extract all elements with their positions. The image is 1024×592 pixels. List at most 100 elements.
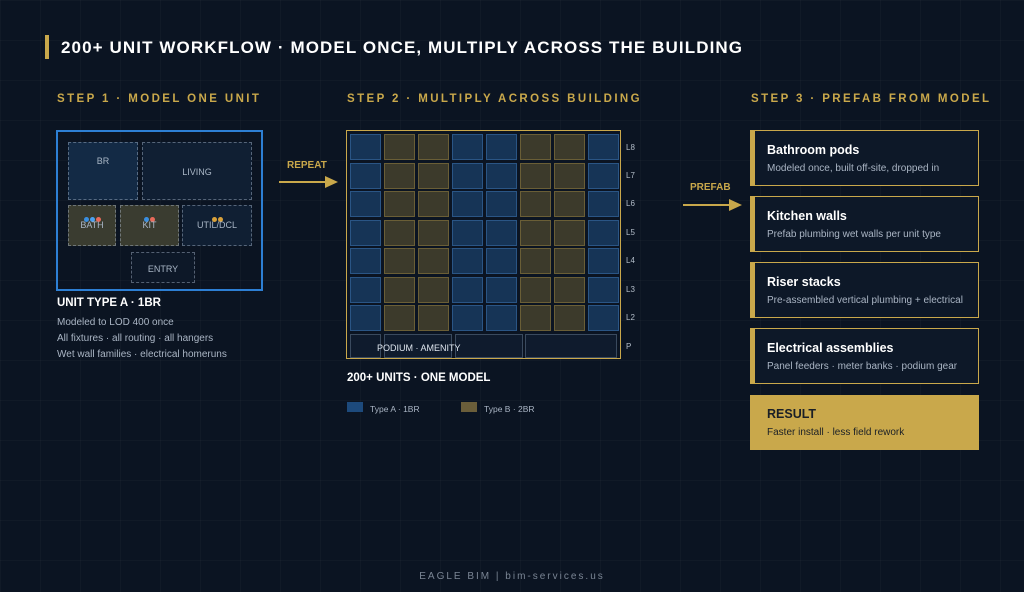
unit-description-line: Wet wall families · electrical homeruns	[57, 349, 227, 360]
step-1-heading: STEP 1 · MODEL ONE UNIT	[57, 93, 262, 105]
unit-cell-type-b	[418, 276, 449, 303]
unit-cell-type-a	[350, 305, 381, 331]
legend-swatch-type-a	[347, 402, 363, 412]
unit-cell-type-b	[384, 305, 415, 331]
step-2-heading: STEP 2 · MULTIPLY ACROSS BUILDING	[347, 93, 642, 105]
unit-cell-type-a	[588, 162, 619, 189]
unit-description-line: Modeled to LOD 400 once	[57, 317, 174, 328]
fixture-dot	[95, 217, 101, 222]
unit-cell-type-a	[588, 305, 619, 331]
level-label: P	[626, 342, 632, 351]
unit-cell-type-b	[418, 162, 449, 189]
building-stack-diagram: PODIUM · AMENITY	[346, 130, 621, 359]
unit-cell-type-a	[452, 248, 483, 274]
unit-type-label: UNIT TYPE A · 1BR	[57, 297, 161, 309]
unit-cell-type-b	[384, 191, 415, 217]
unit-cell-type-b	[520, 162, 551, 189]
result-card: RESULT Faster install · less field rewor…	[750, 395, 979, 450]
unit-cell-type-a	[588, 191, 619, 217]
unit-cell-type-b	[554, 305, 585, 331]
podium-segment	[455, 334, 523, 358]
unit-cell-type-b	[520, 191, 551, 217]
unit-cell-type-a	[588, 219, 619, 246]
unit-cell-type-a	[350, 276, 381, 303]
card-subtitle: Prefab plumbing wet walls per unit type	[767, 229, 941, 240]
unit-cell-type-a	[486, 248, 517, 274]
unit-cell-type-b	[418, 248, 449, 274]
unit-cell-type-b	[418, 305, 449, 331]
card-title: Riser stacks	[767, 275, 841, 289]
unit-cell-type-a	[486, 162, 517, 189]
unit-cell-type-b	[554, 162, 585, 189]
card-title: Bathroom pods	[767, 143, 860, 157]
unit-cell-type-a	[486, 276, 517, 303]
fixture-dot	[150, 217, 155, 222]
room-utility: UTIL/DCL	[182, 205, 252, 246]
unit-cell-type-a	[452, 162, 483, 189]
prefab-card-riser-stacks: Riser stacks Pre-assembled vertical plum…	[750, 262, 979, 318]
result-title: RESULT	[767, 407, 817, 421]
room-label: BR	[96, 156, 110, 166]
fixture-dots	[69, 217, 115, 222]
level-label: L3	[626, 285, 635, 294]
room-label: UTIL/DCL	[196, 220, 237, 230]
unit-cell-type-b	[418, 219, 449, 246]
fixture-dots	[121, 217, 178, 222]
building-caption: 200+ UNITS · ONE MODEL	[347, 372, 491, 384]
podium-label: PODIUM · AMENITY	[377, 343, 461, 353]
unit-cell-type-b	[554, 248, 585, 274]
fixture-dot	[83, 217, 89, 222]
room-label: ENTRY	[147, 264, 179, 274]
room-entry: ENTRY	[131, 252, 195, 283]
legend-label-type-a: Type A · 1BR	[370, 404, 420, 414]
card-subtitle: Pre-assembled vertical plumbing + electr…	[767, 295, 963, 306]
level-label: L7	[626, 171, 635, 180]
level-label: L5	[626, 228, 635, 237]
prefab-arrow-icon	[683, 199, 742, 211]
unit-cell-type-b	[520, 134, 551, 160]
room-label: KIT	[142, 220, 157, 230]
podium-segment	[525, 334, 617, 358]
repeat-label: REPEAT	[287, 160, 327, 171]
title-accent-bar	[45, 35, 49, 59]
unit-floor-plan: BR LIVING BATH KIT UTIL/DCL ENTRY	[56, 130, 263, 291]
unit-description-line: All fixtures · all routing · all hangers	[57, 333, 214, 344]
room-bedroom: BR	[68, 142, 138, 200]
unit-cell-type-b	[418, 191, 449, 217]
unit-cell-type-b	[520, 248, 551, 274]
podium-segment	[384, 334, 452, 358]
podium-segment	[350, 334, 381, 358]
unit-cell-type-b	[554, 134, 585, 160]
unit-cell-type-a	[452, 219, 483, 246]
unit-cell-type-b	[554, 276, 585, 303]
unit-cell-type-a	[350, 162, 381, 189]
prefab-card-kitchen-walls: Kitchen walls Prefab plumbing wet walls …	[750, 196, 979, 252]
page-title: 200+ UNIT WORKFLOW · MODEL ONCE, MULTIPL…	[61, 38, 744, 57]
unit-cell-type-a	[452, 305, 483, 331]
unit-cell-type-b	[384, 219, 415, 246]
prefab-label: PREFAB	[690, 182, 731, 193]
unit-cell-type-a	[452, 134, 483, 160]
prefab-card-electrical-assemblies: Electrical assemblies Panel feeders · me…	[750, 328, 979, 384]
room-kitchen: KIT	[120, 205, 179, 246]
repeat-arrow-icon	[279, 176, 338, 188]
unit-cell-type-a	[588, 248, 619, 274]
legend-label-type-b: Type B · 2BR	[484, 404, 535, 414]
fixture-dot	[144, 217, 149, 222]
card-title: Electrical assemblies	[767, 341, 894, 355]
unit-cell-type-a	[588, 134, 619, 160]
room-bath: BATH	[68, 205, 116, 246]
unit-cell-type-b	[384, 162, 415, 189]
legend-swatch-type-b	[461, 402, 477, 412]
unit-cell-type-b	[520, 305, 551, 331]
unit-cell-type-a	[588, 276, 619, 303]
unit-cell-type-a	[350, 219, 381, 246]
room-living: LIVING	[142, 142, 252, 200]
result-subtitle: Faster install · less field rework	[767, 427, 905, 438]
card-subtitle: Panel feeders · meter banks · podium gea…	[767, 361, 958, 372]
unit-cell-type-a	[350, 191, 381, 217]
level-label: L6	[626, 199, 635, 208]
unit-cell-type-a	[486, 134, 517, 160]
fixture-dot	[217, 217, 223, 222]
card-title: Kitchen walls	[767, 209, 847, 223]
